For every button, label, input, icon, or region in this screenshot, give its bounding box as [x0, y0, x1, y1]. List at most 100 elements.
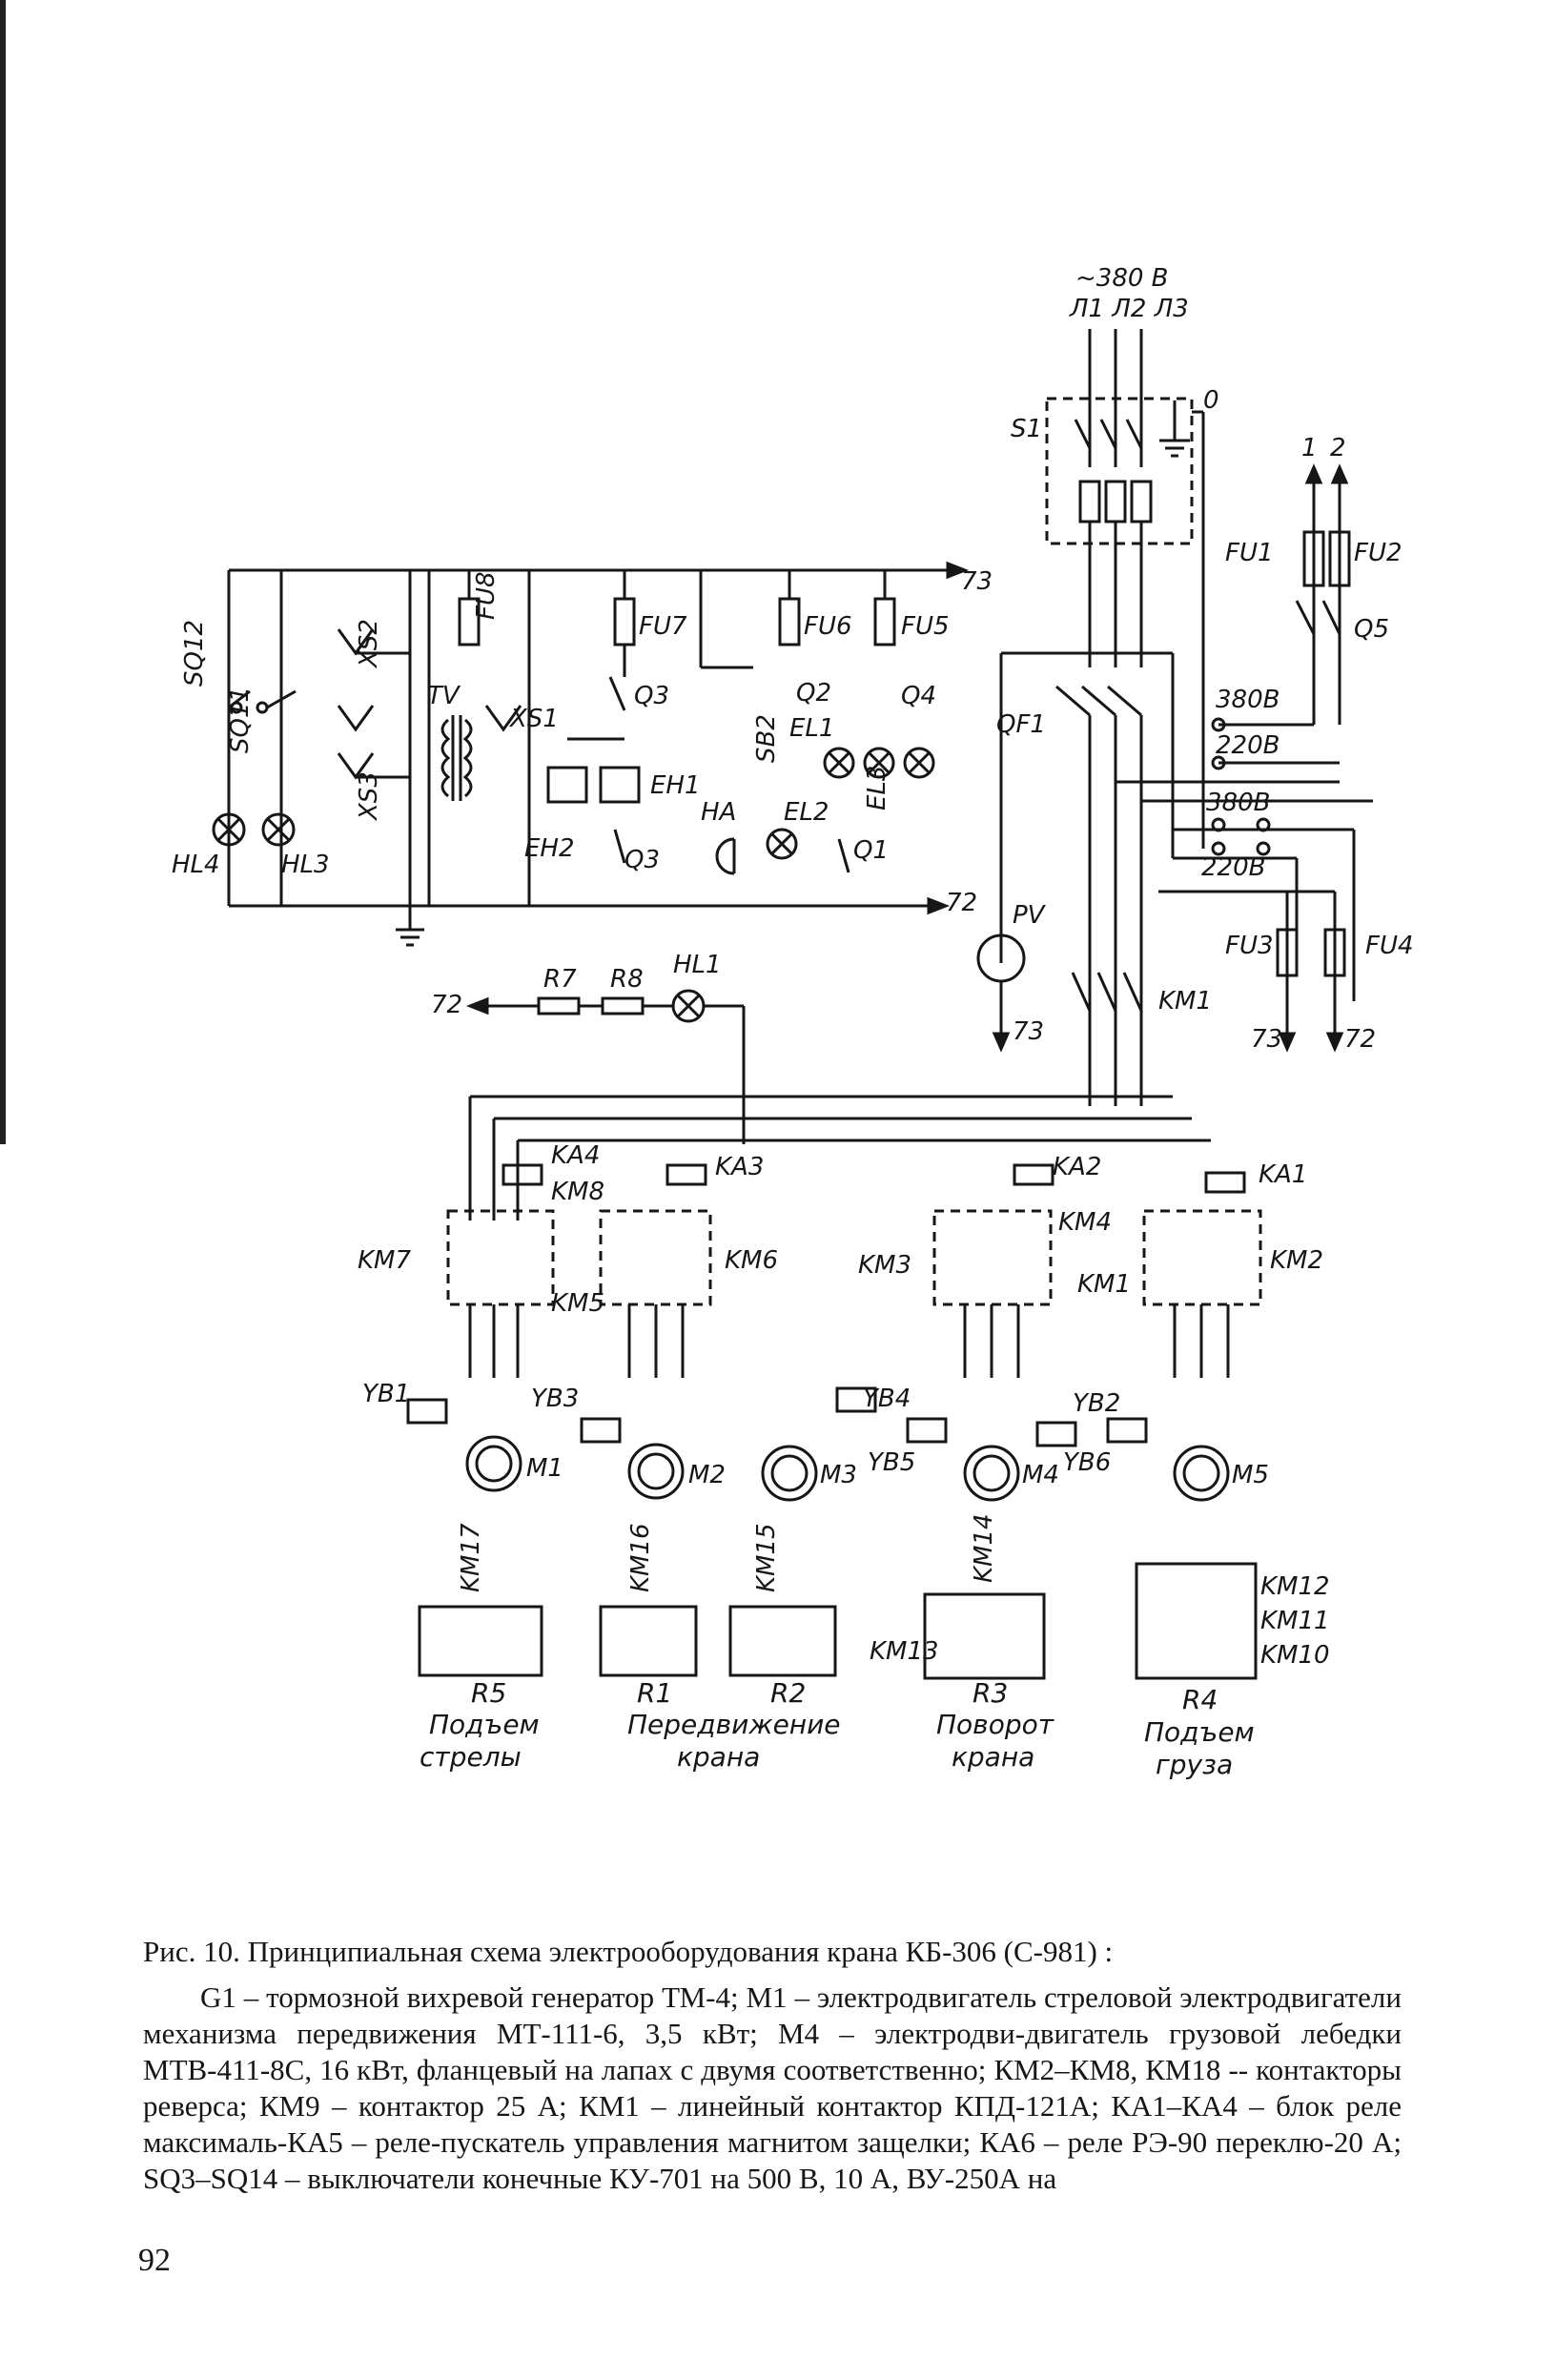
group-r1-name2: крана — [677, 1741, 760, 1773]
label-hl4: HL4 — [172, 851, 220, 879]
label-yb6: YB6 — [1063, 1448, 1111, 1477]
motors: YB1 YB3 YB4 YB2 YB5 YB6 M1 M2 M3 M4 M5 — [362, 1380, 1269, 1502]
group-r5-name2: стрелы — [420, 1741, 522, 1773]
group-r5-res: R5 — [471, 1677, 506, 1709]
label-380a: 380В — [1216, 686, 1280, 714]
supply-voltage: ~380 В — [1075, 264, 1169, 293]
label-out2: 2 — [1330, 434, 1346, 462]
group-r3-res: R3 — [972, 1677, 1008, 1709]
contactor-blocks: KA4 KM8 KA3 KA2 KA1 KM7 KM5 KM6 KM4 KM3 … — [358, 1141, 1323, 1378]
label-el3: EL3 — [863, 766, 891, 810]
caption-body: G1 – тормозной вихревой генератор ТМ-4; … — [143, 1980, 1402, 2195]
label-km14: KM14 — [970, 1513, 998, 1583]
label-fu3: FU3 — [1225, 932, 1274, 960]
label-el2: EL2 — [784, 798, 829, 827]
label-qf1: QF1 — [996, 710, 1046, 739]
label-fu2: FU2 — [1354, 539, 1402, 567]
supply-phases: Л1 Л2 Л3 — [1069, 295, 1189, 323]
label-km1-main: KM1 — [1158, 987, 1212, 1016]
label-fu6: FU6 — [804, 612, 852, 641]
label-sq12: SQ12 — [180, 620, 209, 687]
group-r2-res: R2 — [770, 1677, 806, 1709]
label-ka1: KA1 — [1259, 1160, 1307, 1189]
label-q1: Q1 — [853, 836, 889, 865]
label-km17: KM17 — [457, 1523, 485, 1592]
group-r4-res: R4 — [1182, 1684, 1218, 1715]
label-ha: HA — [701, 798, 736, 827]
label-fu4-72: 72 — [1344, 1025, 1376, 1054]
busbars — [468, 1095, 1211, 1221]
group-r4-name2: груза — [1156, 1749, 1233, 1780]
label-km5: KM5 — [551, 1289, 604, 1318]
label-fu5: FU5 — [901, 612, 950, 641]
label-fu7: FU7 — [639, 612, 687, 641]
label-xs1: XS1 — [508, 705, 559, 733]
supply-zero: 0 — [1203, 386, 1219, 415]
label-ka2: KA2 — [1053, 1153, 1101, 1181]
resistor-boxes: KM17 KM16 KM15 KM14 KM13 KM12 KM11 KM10 — [418, 1513, 1330, 1680]
label-yb2: YB2 — [1073, 1389, 1120, 1418]
label-km3: KM3 — [858, 1251, 911, 1280]
label-yb5: YB5 — [868, 1448, 915, 1477]
supply-block: ~380 В Л1 Л2 Л3 0 S1 — [1011, 264, 1219, 849]
label-xs3: XS3 — [355, 771, 383, 822]
label-hl3: HL3 — [281, 851, 330, 879]
label-el1: EL1 — [789, 714, 834, 743]
label-pv: PV — [1013, 901, 1047, 930]
group-r3-name1: Поворот — [936, 1709, 1054, 1740]
label-km16: KM16 — [626, 1523, 655, 1592]
label-km12: KM12 — [1260, 1572, 1330, 1601]
label-fu4: FU4 — [1365, 932, 1414, 960]
label-ka3: KA3 — [715, 1153, 764, 1181]
label-ka4: KA4 — [551, 1141, 600, 1170]
pv-km1-block: PV 73 KM1 — [976, 901, 1212, 1053]
group-r4-name1: Подъем — [1144, 1716, 1255, 1748]
label-r8: R8 — [610, 965, 644, 994]
label-tv: TV — [427, 682, 461, 710]
label-yb1: YB1 — [362, 1380, 410, 1408]
label-sq11: SQ11 — [226, 687, 255, 753]
label-km7: KM7 — [358, 1246, 411, 1275]
label-out1: 1 — [1301, 434, 1318, 462]
label-q2: Q2 — [796, 679, 831, 708]
label-fu8: FU8 — [472, 571, 501, 620]
page-number: 92 — [138, 2243, 171, 2278]
label-72-lamp: 72 — [431, 991, 462, 1019]
label-380b: 380В — [1206, 789, 1270, 817]
label-r7: R7 — [543, 965, 577, 994]
page-edge-bar — [0, 0, 6, 1144]
label-fu3-73: 73 — [1251, 1025, 1282, 1054]
label-m2: M2 — [688, 1461, 726, 1489]
group-r5-name1: Подъем — [429, 1709, 540, 1740]
label-km4: KM4 — [1058, 1208, 1112, 1237]
fu3-fu4-block: FU3 FU4 73 72 — [1158, 890, 1414, 1054]
hl1-chain: 72 R7 R8 HL1 — [431, 951, 746, 1144]
electrical-schematic: ~380 В Л1 Л2 Л3 0 S1 1 2 FU1 FU2 — [172, 264, 1414, 1780]
label-km15: KM15 — [752, 1523, 781, 1592]
label-220a: 220В — [1216, 731, 1280, 760]
label-q3b: Q3 — [624, 846, 660, 874]
caption-title: Рис. 10. Принципиальная схема электрообо… — [143, 1935, 1114, 1968]
label-s1: S1 — [1011, 415, 1042, 443]
label-km6: KM6 — [725, 1246, 778, 1275]
label-sb2: SB2 — [752, 714, 781, 763]
label-73-top: 73 — [961, 567, 993, 596]
label-km10: KM10 — [1260, 1641, 1330, 1670]
figure-caption: Рис. 10. Принципиальная схема электрообо… — [143, 1934, 1402, 2197]
label-km1: KM1 — [1077, 1270, 1131, 1299]
group-captions: R5 Подъем стрелы R1 Передвижение крана R… — [420, 1677, 1255, 1780]
group-r1-res: R1 — [637, 1677, 672, 1709]
label-m1: M1 — [526, 1454, 563, 1483]
label-72-mid: 72 — [946, 889, 977, 917]
label-q3a: Q3 — [634, 682, 669, 710]
label-q4: Q4 — [901, 682, 936, 710]
label-q5: Q5 — [1354, 615, 1389, 644]
label-km8: KM8 — [551, 1178, 604, 1206]
group-r3-name2: крана — [952, 1741, 1034, 1773]
label-pv-73: 73 — [1013, 1017, 1044, 1046]
label-km13: KM13 — [870, 1637, 939, 1666]
label-xs2: XS2 — [355, 619, 383, 669]
group-r1-name1: Передвижение — [627, 1709, 841, 1740]
label-m3: M3 — [820, 1461, 857, 1489]
label-m5: M5 — [1232, 1461, 1269, 1489]
